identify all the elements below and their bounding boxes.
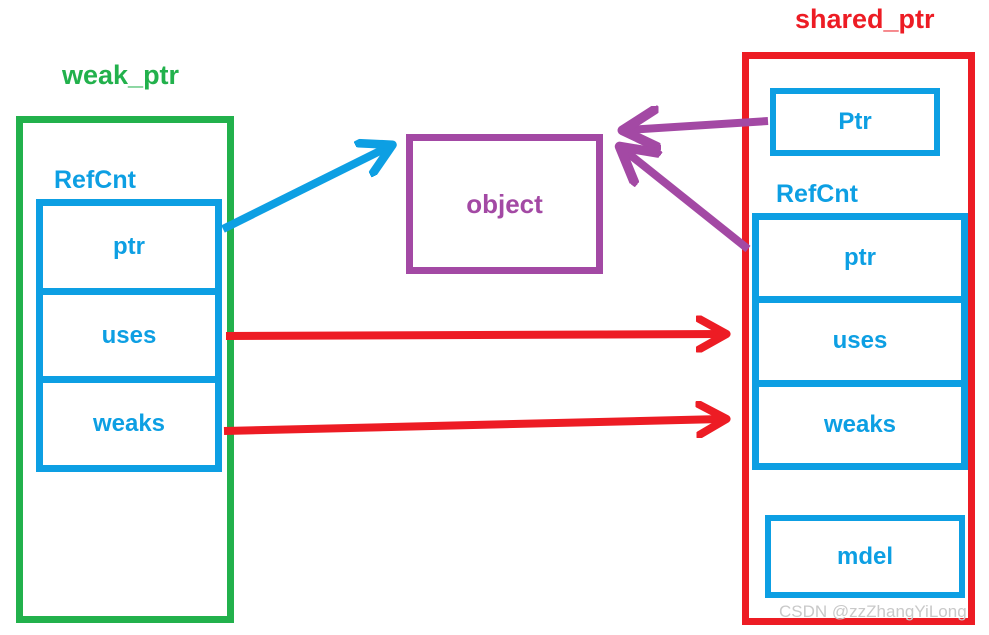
weak-refcnt-label: RefCnt — [54, 166, 136, 194]
weak-cell-uses: uses — [43, 287, 215, 377]
shared-ptr-box: Ptr — [770, 88, 940, 156]
weak-refcnt-stack: ptr uses weaks — [36, 199, 222, 472]
object-label: object — [466, 188, 543, 219]
shared-refcnt-stack: ptr uses weaks — [752, 213, 968, 470]
shared-cell-uses: uses — [759, 296, 961, 379]
weak-ptr-container — [16, 116, 234, 623]
arrow-shared-refcnt-ptr-to-object — [624, 150, 751, 253]
weak-cell-ptr: ptr — [113, 232, 145, 260]
shared-ptr-container — [742, 52, 975, 625]
weak-ptr-title: weak_ptr — [62, 60, 180, 90]
watermark: CSDN @zzZhangYiLong — [779, 602, 967, 621]
object-box: object — [406, 134, 603, 274]
shared-cell-ptr: ptr — [844, 244, 876, 272]
weak-cell-weaks: weaks — [43, 376, 215, 465]
arrow-uses-to-uses — [225, 334, 722, 336]
arrow-weakptr-to-object — [221, 147, 388, 233]
mdel-box: mdel — [765, 515, 965, 598]
shared-cell-weaks: weaks — [759, 379, 961, 463]
shared-refcnt-label: RefCnt — [776, 180, 858, 208]
shared-ptr-title: shared_ptr — [795, 4, 935, 34]
arrow-weaks-to-weaks — [223, 419, 722, 431]
